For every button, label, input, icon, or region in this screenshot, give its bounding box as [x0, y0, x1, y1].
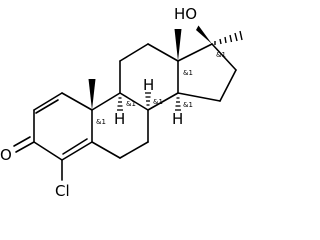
structure-canvas: HO O Cl H H H &1 &1 &1 &1 &1 &1: [0, 5, 243, 200]
atom-label-hydrogen-c8: H: [143, 76, 154, 94]
ring-a: [13, 92, 93, 181]
wedge-c10-methyl: [88, 79, 96, 110]
ring-c: [119, 43, 179, 111]
bond-c1-c2: [33, 92, 63, 111]
bond-c13-c17: [177, 43, 213, 62]
bond-c17-c16: [211, 43, 237, 71]
bond-c5-c6: [91, 141, 121, 159]
bond-c12-c13: [147, 43, 179, 62]
stereo-bonds: [88, 25, 243, 111]
bond-c4-c5-double: [62, 138, 88, 155]
stereo-tag-c9: &1: [126, 100, 136, 108]
hash-c17-methyl: [214, 30, 243, 45]
chemical-structure-diagram: HO O Cl H H H &1 &1 &1 &1 &1 &1: [0, 5, 243, 200]
bond-c6-c7: [119, 141, 149, 159]
ring-d: [177, 43, 237, 102]
atom-label-hydroxyl: HO: [174, 5, 197, 23]
atom-label-oxygen: O: [0, 146, 12, 164]
stereo-tag-c13: &1: [183, 69, 193, 77]
bond-c14-c8: [147, 92, 179, 111]
bond-c1-c2-double: [35, 99, 59, 114]
hash-c8-h: [145, 92, 151, 106]
stereo-tag-c17: &1: [216, 51, 226, 59]
bond-c9-c10: [91, 92, 121, 111]
bond-c15-c14: [177, 92, 221, 102]
ring-b: [91, 92, 149, 159]
stereo-tag-c14: &1: [183, 101, 193, 109]
bond-c16-c15: [219, 69, 237, 102]
bond-c4-c5: [61, 141, 93, 161]
bond-c3-o: [15, 141, 35, 153]
bond-c8-c9: [119, 92, 149, 111]
bond-c3-o-double: [13, 136, 31, 147]
atom-label-hydrogen-c9: H: [114, 110, 125, 128]
stereo-tag-c10: &1: [96, 118, 106, 126]
hash-c14-h: [175, 97, 181, 111]
atom-label-chlorine: Cl: [55, 182, 70, 200]
wedge-c13-methyl: [174, 29, 182, 61]
bond-c11-c12: [119, 43, 149, 62]
bond-c10-c1: [61, 92, 93, 111]
atom-label-hydrogen-c14: H: [172, 110, 183, 128]
hash-c9-h: [117, 97, 123, 111]
wedge-c17-oh: [196, 25, 212, 44]
stereo-tag-c8: &1: [153, 98, 163, 106]
bond-c3-c4: [33, 141, 63, 161]
